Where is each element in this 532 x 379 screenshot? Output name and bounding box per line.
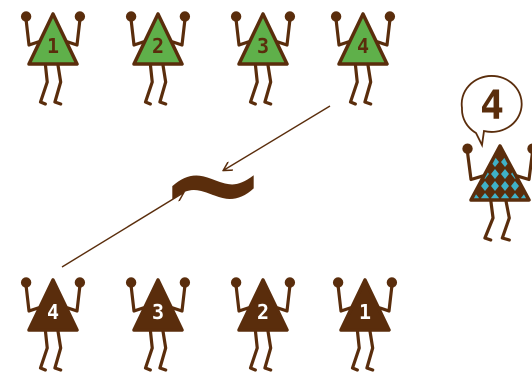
left-arm bbox=[131, 20, 144, 45]
right-hand bbox=[285, 277, 295, 287]
left-leg bbox=[351, 64, 358, 104]
top-figure-3: 3 bbox=[231, 11, 295, 104]
figure-number: 4 bbox=[47, 300, 59, 324]
bottom-figure-4: 4 bbox=[21, 277, 85, 370]
left-hand bbox=[462, 144, 472, 154]
right-leg bbox=[55, 330, 61, 370]
speech-bubble: 4 bbox=[462, 76, 522, 145]
right-arm bbox=[66, 20, 79, 45]
left-arm bbox=[26, 286, 39, 311]
right-hand bbox=[180, 277, 190, 287]
right-arm bbox=[376, 20, 389, 45]
right-hand bbox=[285, 11, 295, 21]
mystery-figure bbox=[462, 144, 532, 241]
left-leg bbox=[485, 200, 493, 240]
left-arm bbox=[336, 20, 349, 45]
figure-number: 1 bbox=[47, 34, 59, 58]
right-hand bbox=[75, 11, 85, 21]
right-hand bbox=[180, 11, 190, 21]
right-leg bbox=[502, 200, 509, 240]
left-arm bbox=[338, 286, 351, 311]
right-arm bbox=[171, 20, 184, 45]
left-hand bbox=[231, 11, 241, 21]
top-row: 1 2 3 4 bbox=[21, 11, 395, 104]
figure-number: 2 bbox=[257, 300, 269, 324]
left-hand bbox=[126, 11, 136, 21]
left-leg bbox=[146, 64, 153, 104]
left-arm bbox=[131, 286, 144, 311]
left-leg bbox=[251, 64, 258, 104]
right-leg bbox=[160, 64, 166, 104]
right-leg bbox=[265, 330, 271, 370]
bottom-figure-3: 3 bbox=[126, 277, 190, 370]
right-hand bbox=[385, 11, 395, 21]
left-hand bbox=[21, 11, 31, 21]
bottom-row: 4 3 2 1 bbox=[21, 277, 397, 370]
right-hand bbox=[527, 144, 532, 154]
right-leg bbox=[160, 330, 166, 370]
left-leg bbox=[353, 330, 360, 370]
triangle-body bbox=[471, 146, 529, 200]
right-arm bbox=[171, 286, 184, 311]
tilde-symbol: ~ bbox=[159, 106, 268, 259]
top-figure-4: 4 bbox=[331, 11, 395, 104]
left-hand bbox=[333, 277, 343, 287]
right-arm bbox=[516, 152, 532, 179]
left-leg bbox=[146, 330, 153, 370]
left-arm bbox=[236, 286, 249, 311]
right-hand bbox=[75, 277, 85, 287]
bottom-figure-1: 1 bbox=[333, 277, 397, 370]
left-hand bbox=[231, 277, 241, 287]
bubble-number: 4 bbox=[480, 83, 504, 129]
top-figure-2: 2 bbox=[126, 11, 190, 104]
left-leg bbox=[41, 64, 48, 104]
right-arm bbox=[378, 286, 391, 311]
left-hand bbox=[331, 11, 341, 21]
left-hand bbox=[21, 277, 31, 287]
mystery-triangle bbox=[462, 144, 532, 241]
figure-number: 2 bbox=[152, 34, 164, 58]
figure-number: 1 bbox=[359, 300, 371, 324]
right-arm bbox=[66, 286, 79, 311]
right-leg bbox=[367, 330, 373, 370]
figure-number: 3 bbox=[257, 34, 269, 58]
right-arm bbox=[276, 286, 289, 311]
left-arm bbox=[26, 20, 39, 45]
left-arm bbox=[468, 152, 484, 179]
figure-number: 3 bbox=[152, 300, 164, 324]
right-leg bbox=[55, 64, 61, 104]
left-arm bbox=[236, 20, 249, 45]
figure-number: 4 bbox=[357, 34, 369, 58]
right-leg bbox=[265, 64, 271, 104]
right-arm bbox=[276, 20, 289, 45]
right-leg bbox=[365, 64, 371, 104]
left-leg bbox=[41, 330, 48, 370]
right-hand bbox=[387, 277, 397, 287]
left-leg bbox=[251, 330, 258, 370]
left-hand bbox=[126, 277, 136, 287]
top-figure-1: 1 bbox=[21, 11, 85, 104]
bottom-figure-2: 2 bbox=[231, 277, 295, 370]
